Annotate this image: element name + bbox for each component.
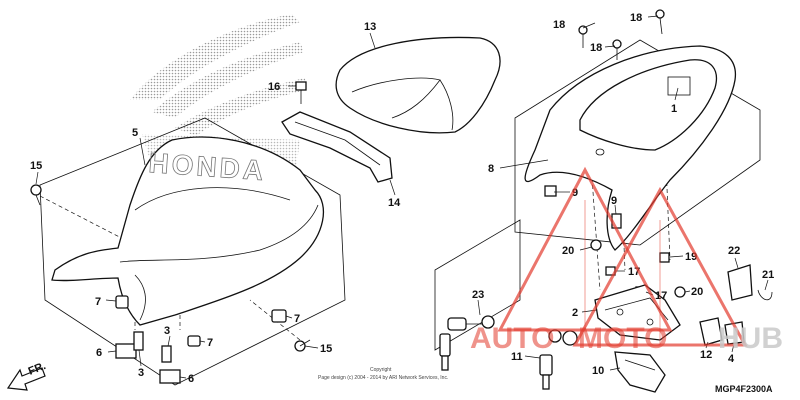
- rear-cowl-box: [514, 39, 761, 246]
- callout-14: 14: [388, 197, 401, 209]
- cushion-7-b: [271, 309, 287, 323]
- bolt-20-b: [674, 286, 686, 298]
- callout-16: 16: [268, 81, 280, 93]
- callout-7-c: 7: [207, 337, 213, 349]
- callout-11: 11: [511, 351, 523, 363]
- lock-box: [434, 219, 521, 351]
- key-23: [447, 315, 495, 331]
- rear-cowl: [524, 45, 737, 251]
- callout-18-b: 18: [590, 42, 602, 54]
- rubber-parts: [115, 185, 622, 384]
- callout-4: 4: [728, 353, 735, 365]
- bolt-15-left: [30, 184, 42, 206]
- collar-6-a: [115, 343, 137, 359]
- callout-7-a: 7: [95, 296, 101, 308]
- main-seat-box: [39, 117, 346, 386]
- callout-23: 23: [472, 289, 484, 301]
- cover-22: [727, 264, 753, 301]
- figure-code: MGP4F2300A: [715, 384, 773, 394]
- holder-12: [699, 317, 723, 346]
- callout-7-b: 7: [294, 313, 300, 325]
- nut-19: [659, 252, 670, 263]
- main-seat: [51, 136, 325, 326]
- key-23-b: [439, 333, 451, 371]
- callout-3-a: 3: [138, 367, 144, 379]
- watermark-hub: HUB: [718, 322, 783, 355]
- callout-17-b: 17: [655, 290, 667, 302]
- callout-8: 8: [488, 163, 494, 175]
- bolt-16: [295, 81, 307, 104]
- copyright-line2: Page design (c) 2004 - 2014 by ARI Netwo…: [318, 375, 448, 381]
- callouts: 5 13 16 14 8 1 18 18 18 9 9 20 17 19 17 …: [30, 12, 774, 385]
- cushion-7-c: [187, 335, 201, 347]
- copyright-line1: Copyright: [370, 367, 392, 373]
- front-arrow: FR.: [6, 360, 48, 391]
- callout-22: 22: [728, 245, 740, 257]
- clip-3-a: [133, 331, 144, 351]
- bolt-18-c: [655, 9, 665, 35]
- leader-lines: [35, 15, 769, 379]
- callout-3-b: 3: [164, 325, 170, 337]
- callout-2: 2: [572, 307, 578, 319]
- watermark-moto: MOTO: [578, 322, 667, 355]
- collar-6-b: [159, 369, 181, 384]
- callout-13: 13: [364, 21, 376, 33]
- callout-9-b: 9: [611, 195, 617, 207]
- callout-18-c: 18: [630, 12, 642, 24]
- callout-20-b: 20: [691, 286, 703, 298]
- callout-20-a: 20: [562, 245, 574, 257]
- seat-bracket: [281, 111, 393, 183]
- grommet-9-a: [544, 185, 557, 197]
- bolt-18-a: [578, 25, 588, 48]
- clip-3-b: [161, 345, 172, 363]
- seat-lock-cable: [614, 351, 666, 393]
- bolt-15-right: [294, 339, 311, 352]
- bolt-18-b: [612, 39, 622, 60]
- watermark: HONDA AUTO MOTO HUB: [147, 147, 783, 355]
- rear-seat-pad: [335, 36, 501, 134]
- callout-18-a: 18: [553, 19, 565, 31]
- callout-9-a: 9: [572, 187, 578, 199]
- callout-10: 10: [592, 365, 604, 377]
- callout-15-b: 15: [320, 343, 332, 355]
- callout-5: 5: [132, 127, 138, 139]
- clip-21: [757, 289, 773, 301]
- key-set: [439, 315, 578, 390]
- arrow-icon: [6, 367, 46, 391]
- bolt-20-a: [590, 239, 602, 251]
- callout-6-a: 6: [96, 347, 102, 359]
- callout-1: 1: [671, 103, 677, 115]
- watermark-auto: AUTO: [470, 322, 554, 355]
- key-11: [539, 354, 553, 390]
- cushion-7-a: [115, 295, 129, 309]
- watermark-triangles: [497, 166, 748, 347]
- callout-21: 21: [762, 269, 774, 281]
- callout-12: 12: [700, 349, 712, 361]
- callout-15-a: 15: [30, 160, 42, 172]
- callout-6-b: 6: [188, 373, 194, 385]
- holders: [699, 264, 773, 346]
- bolts: [30, 9, 686, 352]
- storage-tray: [667, 76, 691, 96]
